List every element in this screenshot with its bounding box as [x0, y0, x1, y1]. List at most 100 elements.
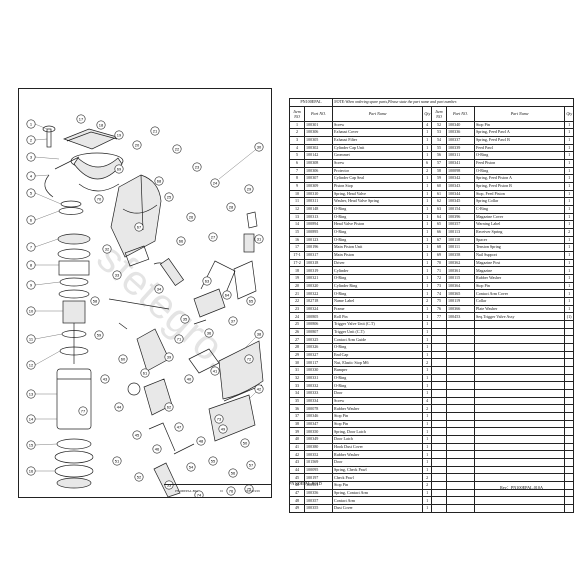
qty-cell: 1 — [564, 120, 574, 130]
parts-list-table: PN100EPAL NOTE:When ordering spare parts… — [288, 98, 574, 513]
part-no-cell: 101569 — [304, 458, 334, 467]
qty-cell: 1 — [564, 296, 574, 306]
item-no-cell — [430, 366, 448, 375]
part-no-cell — [446, 404, 475, 414]
item-no-cell — [430, 496, 448, 506]
qty-cell: 1 — [422, 312, 432, 321]
part-no-cell: 100309 — [304, 181, 334, 191]
item-no-cell: 76 — [430, 304, 448, 314]
part-name-cell: Spring, Door Latch — [332, 427, 424, 437]
qty-cell: 1 — [422, 212, 432, 222]
qty-cell — [564, 343, 574, 352]
part-name-cell — [473, 442, 566, 452]
part-no-cell: 100396 — [446, 212, 475, 222]
item-no-cell: 53 — [430, 128, 448, 137]
part-no-cell: 100352 — [304, 450, 334, 460]
qty-cell — [564, 488, 574, 498]
qty-cell: 2 — [422, 404, 432, 414]
callout-circle — [210, 366, 220, 376]
callout-circle — [174, 334, 184, 344]
item-no-cell: 36 — [288, 404, 306, 414]
part-name-cell: Spacer — [473, 235, 566, 245]
part-name-cell — [473, 343, 566, 352]
part-no-cell — [446, 427, 475, 437]
callout-circle — [26, 466, 36, 476]
callout-number: 50 — [243, 441, 248, 446]
qty-cell: (1) — [564, 312, 574, 321]
callout-circle — [152, 444, 162, 454]
callout-number: 18 — [99, 123, 104, 128]
part-no-cell: 100333 — [304, 389, 334, 398]
part-name-cell: Spring, Contact Arm — [332, 488, 424, 498]
item-no-cell: 77 — [430, 312, 448, 321]
callout-number: 35 — [183, 317, 188, 322]
callout-number: 68 — [157, 179, 162, 184]
callout-number: 31 — [257, 237, 262, 242]
item-no-cell: 40 — [288, 435, 306, 444]
part-no-cell: 100355 — [304, 504, 334, 513]
callout-number: 38 — [257, 332, 262, 337]
callout-circle — [94, 194, 104, 204]
qty-cell — [564, 481, 574, 490]
callout-number: 3 — [30, 155, 33, 160]
item-no-cell — [430, 450, 448, 460]
qty-cell — [564, 404, 574, 414]
qty-cell — [564, 496, 574, 506]
part-no-cell: 100340 — [446, 120, 475, 130]
part-no-cell: 100117 — [304, 358, 334, 367]
qty-cell: 1 — [422, 496, 432, 506]
part-no-cell: 100321 — [304, 273, 334, 283]
callout-number: 33 — [115, 273, 120, 278]
callout-circle — [254, 142, 264, 152]
part-name-cell — [473, 473, 566, 483]
item-no-cell: 61 — [430, 189, 448, 199]
part-name-cell: Tension Spring — [473, 243, 566, 252]
part-name-cell: O-Ring — [473, 151, 566, 160]
cylinder-cap-assembly — [42, 125, 124, 489]
part-no-cell: 100357 — [446, 220, 475, 229]
item-no-cell — [430, 488, 448, 498]
item-no-cell — [430, 435, 448, 444]
callout-circle — [96, 120, 106, 130]
qty-cell: 1 — [422, 174, 432, 183]
item-no-cell: 68 — [430, 243, 448, 252]
part-name-cell — [473, 435, 566, 444]
item-no-cell: 49 — [288, 504, 306, 513]
part-no-cell: 100344 — [446, 189, 475, 199]
callout-number: 14 — [29, 417, 34, 422]
part-no-cell: 100307 — [304, 174, 334, 183]
part-no-cell: 100311 — [304, 197, 334, 206]
item-no-cell: 34 — [288, 389, 306, 398]
part-no-cell — [446, 496, 475, 506]
callout-number: 22 — [175, 147, 180, 152]
part-no-cell — [446, 396, 475, 406]
part-name-cell: Name Label — [332, 296, 424, 306]
item-no-cell: 74 — [430, 289, 448, 298]
qty-cell: 1 — [564, 128, 574, 137]
qty-cell: 1 — [422, 319, 432, 329]
part-no-cell: 100895 — [304, 227, 334, 237]
part-no-cell: 100320 — [304, 281, 334, 291]
part-name-cell — [473, 427, 566, 437]
part-name-cell: Washer, Head Valve Spring — [332, 197, 424, 206]
qty-cell: 1 — [422, 151, 432, 160]
part-name-cell: Spring, Feed Pawl A — [473, 128, 566, 137]
callout-circle — [26, 389, 36, 399]
drawing-code: PN100EPAL.B01 — [175, 489, 198, 493]
item-no-cell: 15 — [288, 227, 306, 237]
callout-circle — [26, 306, 36, 316]
qty-cell: 1 — [422, 504, 432, 513]
part-name-cell — [473, 389, 566, 398]
callout-circle — [76, 114, 86, 124]
part-name-cell: Grommet — [332, 151, 424, 160]
